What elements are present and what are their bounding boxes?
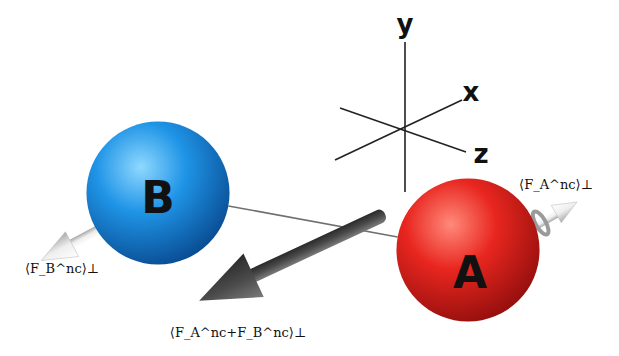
force-label: ⟨F_A^nc⟩⊥ <box>519 177 593 192</box>
axes <box>335 42 466 192</box>
axis-label: z <box>473 139 488 169</box>
force-label: ⟨F_A^nc+F_B^nc⟩⊥ <box>170 325 306 340</box>
sphere-letter: A <box>453 247 487 298</box>
sphere-node: A <box>395 177 541 323</box>
axis-label: x <box>463 77 480 107</box>
axis-label: y <box>397 9 414 39</box>
sphere-node: B <box>85 120 231 266</box>
sphere-letter: B <box>141 172 175 223</box>
force-label: ⟨F_B^nc⟩⊥ <box>25 261 99 276</box>
